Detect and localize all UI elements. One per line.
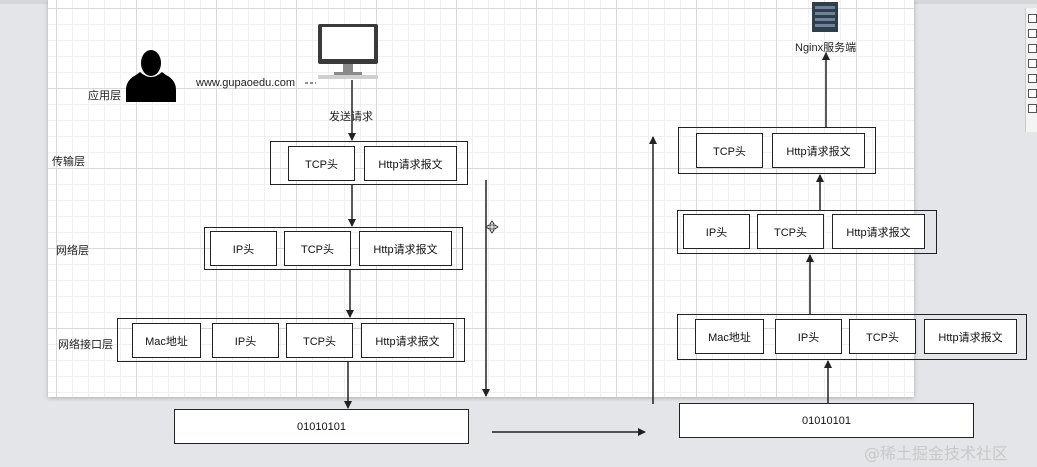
- left-transport-http-message: Http请求报文: [364, 146, 457, 181]
- layer-label-link: 网络接口层: [58, 339, 113, 351]
- toolbar-button[interactable]: [1028, 59, 1037, 68]
- right-link-frame: [677, 314, 1027, 360]
- desktop-computer-icon: [318, 24, 378, 79]
- server-rack-icon: [812, 2, 838, 32]
- layer-label-network: 网络层: [56, 245, 89, 257]
- right-network-tcp-header: TCP头: [757, 214, 824, 249]
- left-network-ip-header: IP头: [210, 231, 277, 266]
- right-link-http-message: Http请求报文: [924, 319, 1017, 354]
- right-network-frame: [677, 210, 937, 254]
- right-network-http-message: Http请求报文: [832, 214, 925, 249]
- url-text: www.gupaoedu.com: [196, 77, 296, 89]
- left-transport-tcp-header: TCP头: [288, 146, 355, 181]
- right-transport-http-message: Http请求报文: [772, 133, 865, 168]
- toolbar-button[interactable]: [1028, 74, 1037, 83]
- layer-label-transport: 传输层: [52, 156, 85, 168]
- layer-label-application: 应用层: [88, 90, 121, 102]
- left-link-ip-header: IP头: [212, 323, 279, 358]
- left-network-http-message: Http请求报文: [359, 231, 452, 266]
- right-transport-frame: [678, 127, 876, 174]
- left-network-tcp-header: TCP头: [284, 231, 351, 266]
- right-binary-box: 01010101: [679, 403, 974, 438]
- person-silhouette-icon: [126, 50, 176, 102]
- toolbar-button[interactable]: [1028, 14, 1037, 23]
- toolbar-button[interactable]: [1028, 29, 1037, 38]
- left-binary-box: 01010101: [174, 409, 469, 444]
- left-link-mac-address: Mac地址: [132, 323, 201, 358]
- left-link-frame: [117, 318, 465, 362]
- left-transport-frame: [270, 141, 468, 185]
- send-request-text: 发送请求: [329, 111, 373, 123]
- toolbar-button[interactable]: [1028, 89, 1037, 98]
- left-link-http-message: Http请求报文: [361, 323, 454, 358]
- right-transport-tcp-header: TCP头: [696, 133, 763, 168]
- right-link-tcp-header: TCP头: [849, 319, 916, 354]
- right-link-mac-address: Mac地址: [695, 319, 764, 354]
- left-link-tcp-header: TCP头: [286, 323, 353, 358]
- watermark-text: @稀土掘金技术社区: [864, 444, 1009, 463]
- right-toolbar: [1025, 8, 1037, 132]
- toolbar-button[interactable]: [1028, 104, 1037, 113]
- toolbar-button[interactable]: [1028, 44, 1037, 53]
- right-link-ip-header: IP头: [775, 319, 842, 354]
- server-label: Nginx服务端: [795, 42, 857, 54]
- right-network-ip-header: IP头: [683, 214, 750, 249]
- left-network-frame: [204, 227, 463, 270]
